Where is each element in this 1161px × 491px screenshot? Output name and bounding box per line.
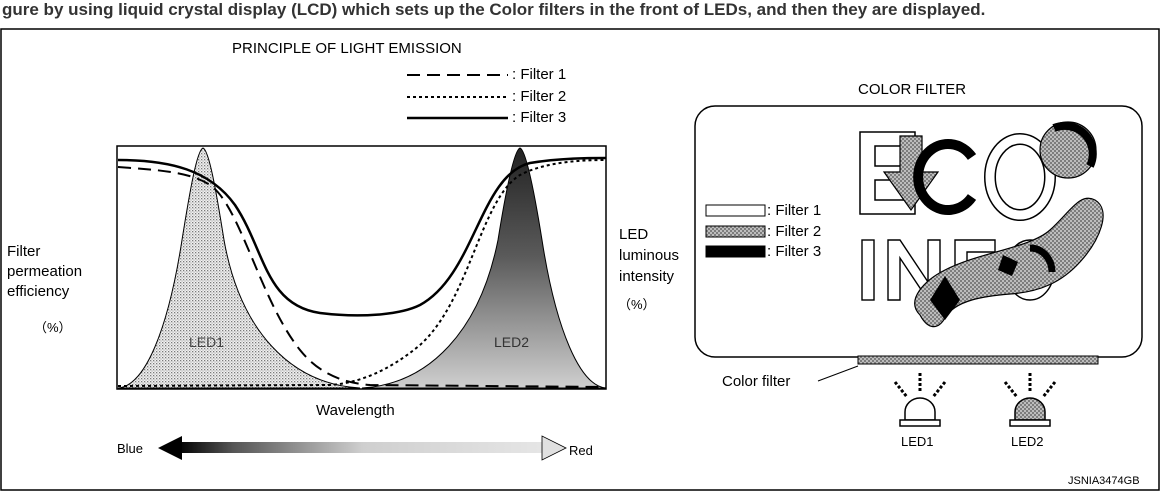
color-filter-strip — [857, 355, 1099, 365]
legend-filter3-label: : Filter 3 — [512, 109, 567, 126]
legend-filter2-label: : Filter 2 — [512, 88, 567, 105]
color-filter-diagram — [694, 105, 1143, 427]
eco-info-graphic — [859, 121, 1104, 328]
scale-label-red: Red — [569, 443, 593, 458]
right-axis-label-line1: LED — [619, 226, 649, 243]
color-filter-callout: Color filter — [722, 373, 791, 390]
emission-chart-title: PRINCIPLE OF LIGHT EMISSION — [232, 40, 462, 57]
color-filter-title: COLOR FILTER — [858, 81, 967, 98]
color-filter-leader-line — [817, 365, 859, 382]
right-axis-label-line2: luminous — [619, 247, 680, 264]
left-axis-label-line2: permeation — [7, 263, 83, 280]
wavelength-color-scale — [158, 435, 567, 461]
header-text: gure by using liquid crystal display (LC… — [2, 0, 986, 19]
right-axis-label-line3: intensity — [619, 268, 675, 285]
legend-swatch-filter1 — [705, 204, 766, 217]
legend-filter1-label: : Filter 1 — [512, 66, 567, 83]
left-axis-label-line1: Filter — [7, 243, 41, 260]
outer-frame — [0, 28, 1160, 491]
x-axis-label: Wavelength — [316, 402, 395, 419]
right-legend-filter1-label: : Filter 1 — [767, 202, 822, 219]
legend-swatch-filter3 — [705, 245, 766, 258]
light-emission-chart — [116, 74, 607, 461]
left-axis-label-line3: efficiency — [7, 283, 70, 300]
filter1-curve — [117, 166, 607, 388]
led2-peak-label: LED2 — [494, 334, 530, 350]
scale-label-blue: Blue — [117, 441, 144, 456]
right-legend-filter3-label: : Filter 3 — [767, 243, 822, 260]
figure-id: JSNIA3474GB — [1068, 475, 1140, 487]
led1-lamp — [893, 373, 947, 427]
led2-label: LED2 — [1011, 434, 1044, 449]
left-axis-unit: （%） — [34, 320, 72, 335]
led1-emission-peak — [117, 147, 361, 389]
right-legend-filter2-label: : Filter 2 — [767, 223, 822, 240]
led1-peak-label: LED1 — [189, 334, 225, 350]
led2-emission-peak — [361, 147, 607, 389]
filter3-curve — [117, 156, 607, 317]
led1-label: LED1 — [901, 434, 934, 449]
right-axis-unit: （%） — [618, 297, 656, 312]
legend-swatch-filter2 — [705, 225, 766, 238]
led2-lamp — [1003, 373, 1057, 427]
chart-plot-frame — [116, 145, 607, 390]
